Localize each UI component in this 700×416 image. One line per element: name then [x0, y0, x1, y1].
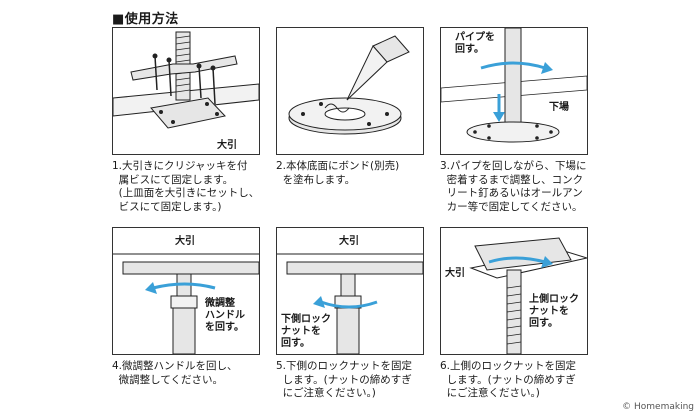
step-4-illustration: 大引 微調整 ハンドル を回す。: [112, 227, 260, 355]
step-5-illustration: 大引 下側ロック ナットを 回す。: [276, 227, 424, 355]
step-6-label-upper-nut: 上側ロック ナットを 回す。: [529, 294, 579, 329]
step-6-label-beam: 大引: [445, 268, 465, 279]
page-title: ■使用方法: [112, 12, 179, 27]
step-3-illustration: パイプを 回す。 下場: [440, 27, 588, 155]
step-1-illustration: 大引: [112, 27, 260, 155]
step-5-label-beam: 大引: [339, 236, 359, 247]
step-2-illustration: [276, 27, 424, 155]
step-5-label-lower-nut: 下側ロック ナットを 回す。: [281, 314, 331, 349]
step-4-label-beam: 大引: [175, 236, 195, 247]
step-3-label-pipe: パイプを 回す。: [455, 32, 495, 55]
step-2-caption: 2.本体底面にボンド(別売) を塗布します。: [276, 160, 400, 186]
credit-text: © Homemaking: [622, 402, 694, 412]
step-6-caption: 6.上側のロックナットを固定 します。(ナットの締めすぎ にご注意ください。): [440, 360, 577, 399]
step-3-label-floor: 下場: [549, 102, 569, 113]
step-4-caption: 4.微調整ハンドルを回し、 微調整してください。: [112, 360, 238, 386]
step-1-label-beam: 大引: [217, 140, 237, 151]
step-4-label-handle: 微調整 ハンドル を回す。: [205, 298, 245, 333]
step-1-caption: 1.大引きにクリジャッキを付 属ビスにて固定します。 (上皿面を大引きにセットし…: [112, 160, 260, 213]
step-5-caption: 5.下側のロックナットを固定 します。(ナットの締めすぎ にご注意ください。): [276, 360, 413, 399]
step-3-caption: 3.パイプを回しながら、下場に 密着するまで調整し、コンク リート釘あるいはオー…: [440, 160, 587, 213]
step-6-illustration: 大引 上側ロック ナットを 回す。: [440, 227, 588, 355]
